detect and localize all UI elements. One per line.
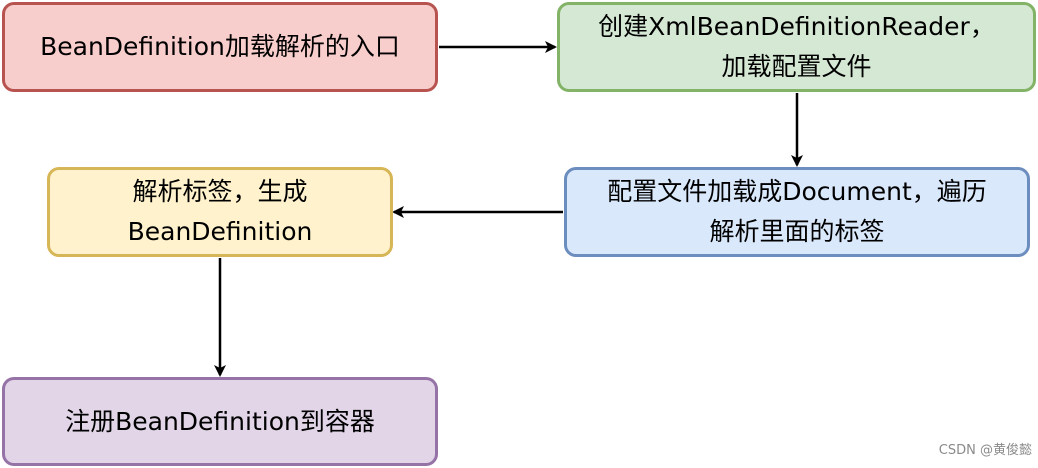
node-load-document: 配置文件加载成Document，遍历 解析里面的标签 xyxy=(564,167,1030,257)
node-parse-tags-text-line-2: BeanDefinition xyxy=(127,217,313,246)
node-create-reader: 创建XmlBeanDefinitionReader， 加载配置文件 xyxy=(557,2,1036,92)
node-parse-tags-text-line-1: 解析标签，生成 xyxy=(132,177,308,206)
node-register-container: 注册BeanDefinition到容器 xyxy=(2,377,438,466)
node-register-container-text: 注册BeanDefinition到容器 xyxy=(65,406,375,436)
node-load-document-text-line-2: 解析里面的标签 xyxy=(709,217,885,246)
node-load-document-text-line-1: 配置文件加载成Document，遍历 xyxy=(607,177,987,206)
node-create-reader-text-line-1: 创建XmlBeanDefinitionReader， xyxy=(598,12,995,41)
node-entry-point-text: BeanDefinition加载解析的入口 xyxy=(40,32,400,61)
node-parse-tags: 解析标签，生成 BeanDefinition xyxy=(47,167,393,257)
node-entry-point: BeanDefinition加载解析的入口 xyxy=(2,2,438,92)
node-create-reader-text-line-2: 加载配置文件 xyxy=(721,52,872,81)
watermark: CSDN @黄俊懿 xyxy=(938,443,1032,458)
